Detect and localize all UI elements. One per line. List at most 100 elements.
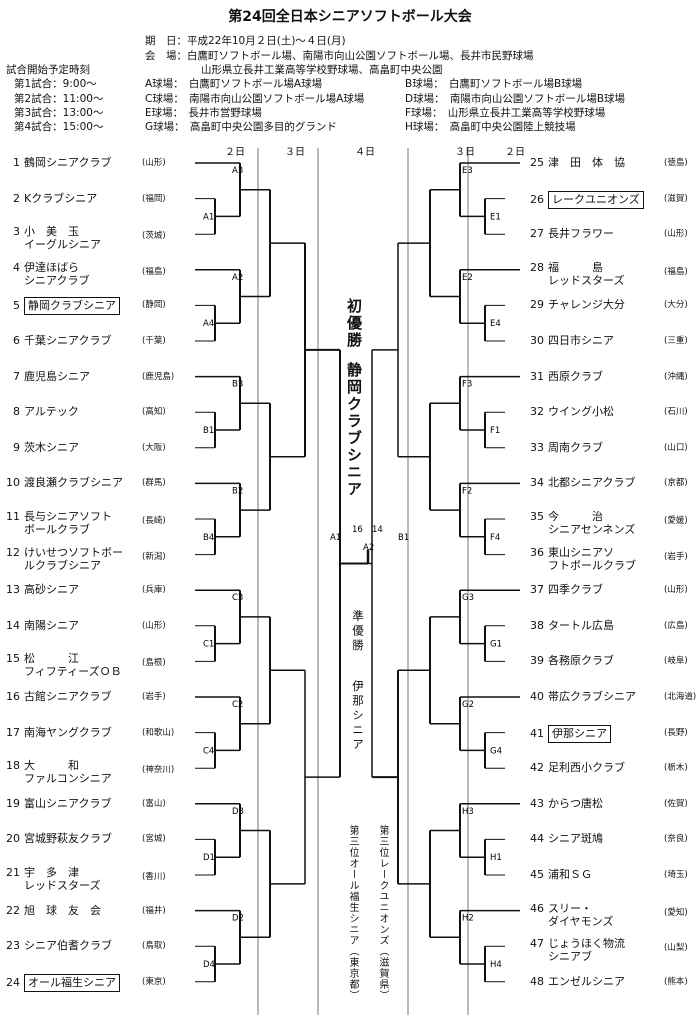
game-code: C4 xyxy=(203,746,214,756)
team-prefecture: (島根) xyxy=(142,658,166,669)
team-prefecture: (山梨) xyxy=(664,943,688,954)
team-name: 高砂シニア xyxy=(24,583,79,597)
third-place-2-label: 第三位 xyxy=(347,825,358,858)
team-name: 長井フラワー xyxy=(548,227,614,241)
schedule-heading: 試合開始予定時刻 xyxy=(6,64,90,76)
team-number: 40 xyxy=(530,690,544,703)
team-name: 千葉シニアクラブ xyxy=(24,334,112,347)
team-name-line2: ファルコンシニア xyxy=(24,772,112,786)
team-name-line2: レッドスターズ xyxy=(548,273,625,287)
game-code: B4 xyxy=(203,533,214,543)
day-header: ４日 xyxy=(355,147,375,158)
team-name: エンゼルシニア xyxy=(548,974,625,988)
game-code: A1 xyxy=(203,212,214,222)
venue-label: 会 場： xyxy=(145,50,187,62)
team-number: 15 xyxy=(6,652,20,666)
game-code: E4 xyxy=(490,319,501,329)
team-name: ウイング小松 xyxy=(548,405,614,419)
team-prefecture: (大分) xyxy=(664,300,688,311)
team-prefecture: (鳥取) xyxy=(142,941,166,952)
team-name-line2: イーグルシニア xyxy=(24,238,101,252)
team-number: 34 xyxy=(530,476,544,490)
schedule-field-right: F球場： 山形県立長井工業高等学校野球場 xyxy=(405,107,606,119)
team-name: 西原クラブ xyxy=(548,369,603,383)
team-name: レークユニオンズ xyxy=(548,190,644,209)
team-name-line2: フィフティーズＯＢ xyxy=(24,665,122,679)
team-name: 南海ヤングクラブ xyxy=(24,725,112,739)
day-header: ３日 xyxy=(455,147,475,158)
team-prefecture: (宮城) xyxy=(142,834,166,845)
team-name: 伊達ほばら xyxy=(24,260,79,274)
team-name-line2: シニアブ xyxy=(548,950,592,964)
team-name: けいせつソフトボー xyxy=(24,545,123,559)
day-header: ２日 xyxy=(225,147,245,158)
team-prefecture: (栃木) xyxy=(664,763,688,774)
team-prefecture: (愛知) xyxy=(664,907,688,918)
team-name: 北都シニアクラブ xyxy=(548,476,636,490)
team-prefecture: (徳島) xyxy=(664,158,688,168)
period-value: 平成22年10月２日(土)～４日(月) xyxy=(187,35,346,47)
team-number: 30 xyxy=(530,334,544,347)
game-code: G1 xyxy=(490,640,502,650)
team-name: 四日市シニア xyxy=(548,334,614,347)
venue-line2: 山形県立長井工業高等学校野球場、高畠町中央公園 xyxy=(201,64,443,76)
game-code: G4 xyxy=(490,746,502,756)
team-number: 26 xyxy=(530,192,544,206)
team-number: 16 xyxy=(6,690,20,703)
game-code: E1 xyxy=(490,212,501,222)
team-number: 3 xyxy=(13,225,20,239)
schedule-field-right: H球場： 高畠町中央公園陸上競技場 xyxy=(405,121,576,133)
game-code: A2 xyxy=(232,273,243,283)
team-prefecture: (福島) xyxy=(142,266,166,277)
team-prefecture: (富山) xyxy=(142,798,166,809)
team-number: 2 xyxy=(13,191,20,205)
team-name: 南陽シニア xyxy=(24,618,79,632)
team-prefecture: (鹿児島) xyxy=(142,371,175,382)
team-entry: 34 北都シニアクラブ (京都) xyxy=(526,475,698,491)
team-name: 鶴岡シニアクラブ xyxy=(24,156,112,169)
team-number: 4 xyxy=(13,260,20,274)
team-name: オール福生シニア xyxy=(24,973,120,992)
team-prefecture: (京都) xyxy=(664,478,688,489)
venue-line1: 白鷹町ソフトボール場、南陽市向山公園ソフトボール場、長井市民野球場 xyxy=(187,50,534,62)
third-place-1-team: レークユニオンズ（滋賀県） xyxy=(377,858,388,1001)
team-prefecture: (埼玉) xyxy=(664,870,688,880)
period-label: 期 日： xyxy=(145,35,187,47)
game-code: E3 xyxy=(462,166,473,176)
team-prefecture: (群馬) xyxy=(142,478,166,489)
schedule-field-left: A球場： 白鷹町ソフトボール場A球場 xyxy=(145,78,323,90)
schedule-field-left: C球場： 南陽市向山公園ソフトボール場A球場 xyxy=(145,93,365,105)
game-code: G2 xyxy=(462,700,474,710)
team-name: 浦和ＳＧ xyxy=(548,868,592,881)
team-name: 小 美 玉 xyxy=(24,225,79,239)
team-prefecture: (山形) xyxy=(142,158,166,168)
team-prefecture: (長崎) xyxy=(142,516,166,526)
team-number: 18 xyxy=(6,759,20,773)
team-name-line2: ルクラブシニア xyxy=(24,558,101,572)
team-name: 古館シニアクラブ xyxy=(24,690,112,703)
team-prefecture: (兵庫) xyxy=(142,585,166,596)
game-code: B1 xyxy=(203,426,214,436)
